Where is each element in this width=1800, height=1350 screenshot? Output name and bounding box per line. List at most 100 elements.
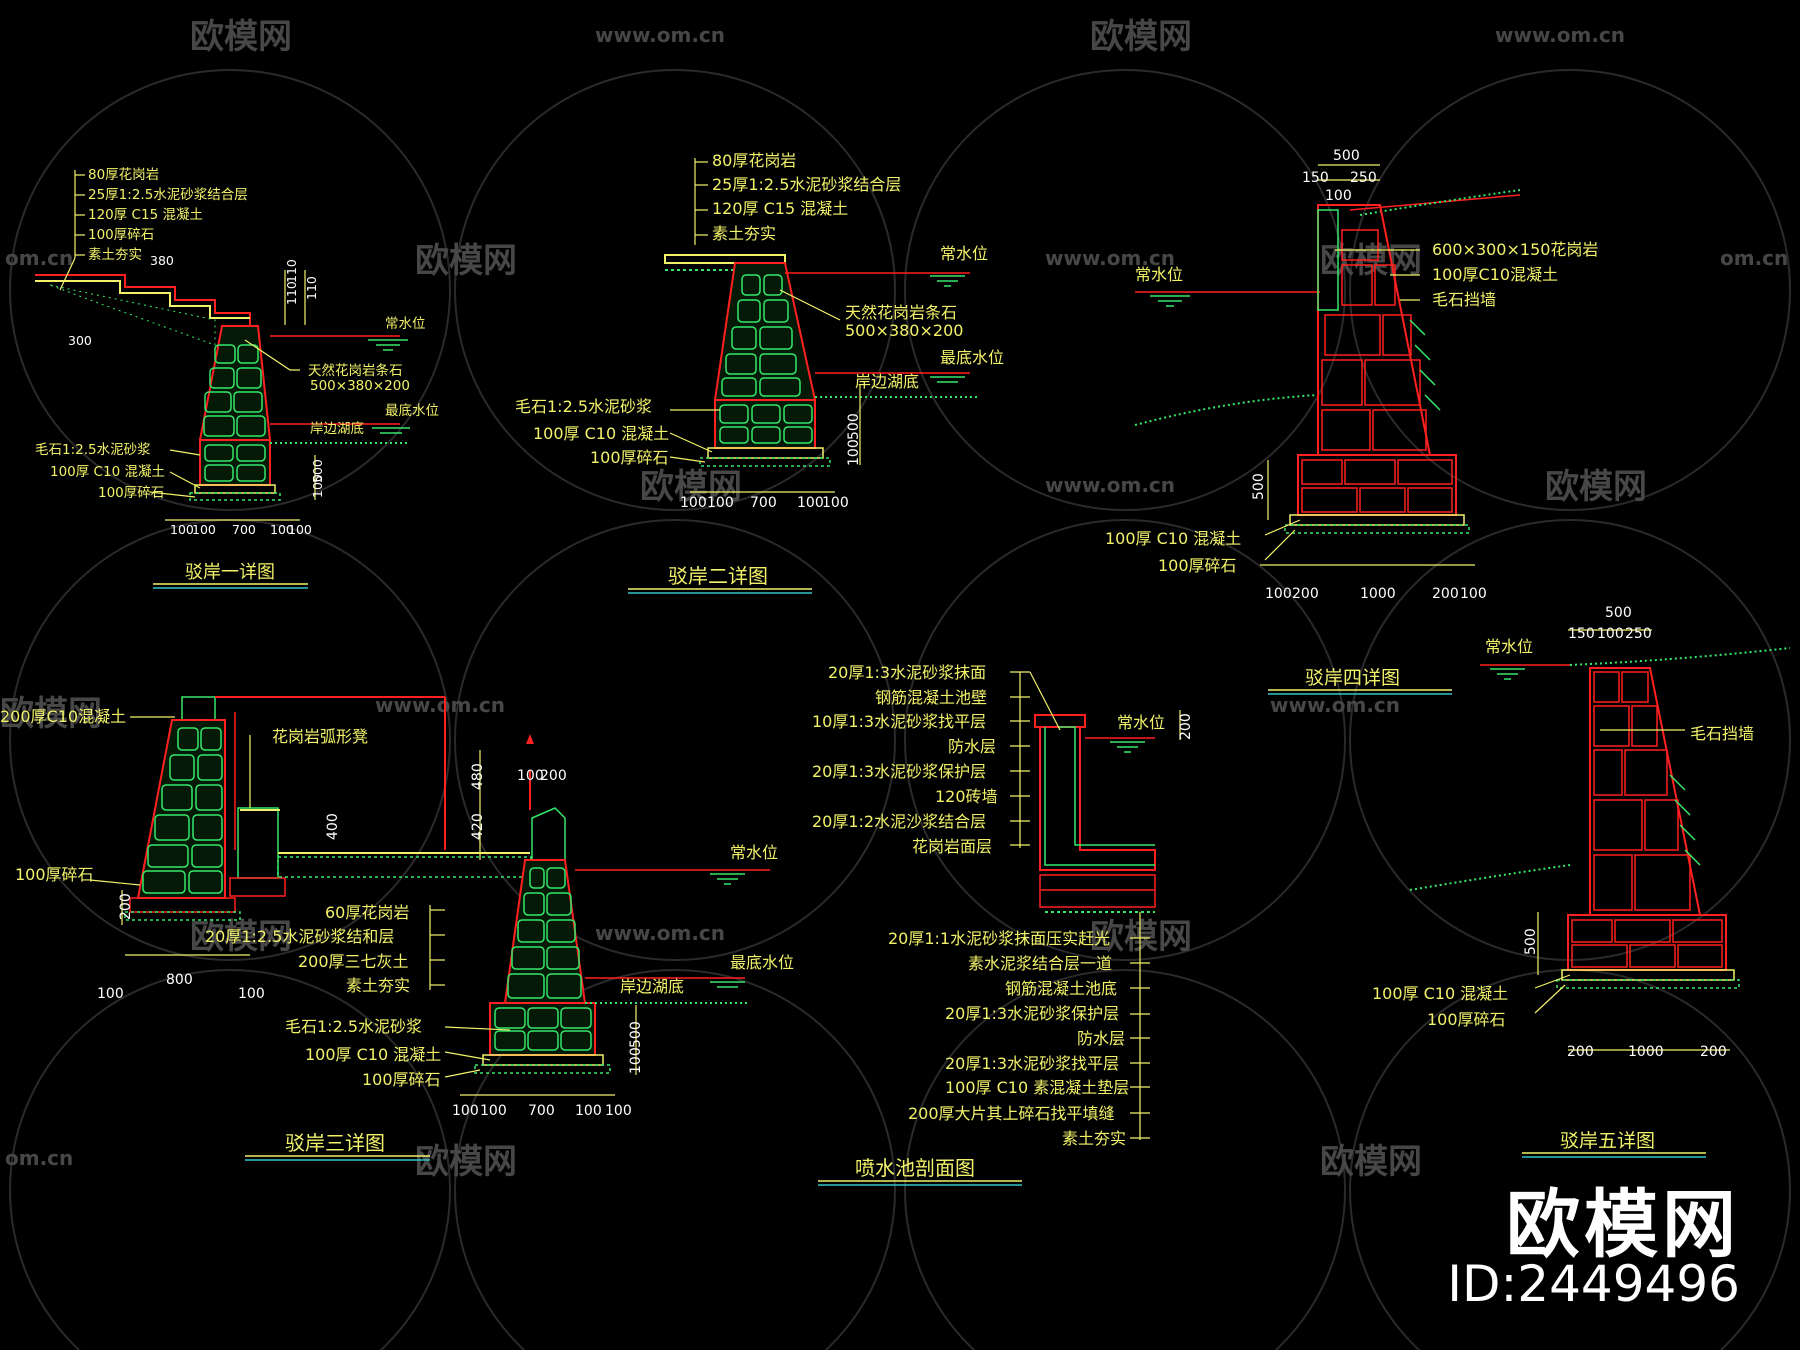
d3-footing — [489, 1002, 596, 1056]
d3-top-block — [181, 696, 216, 723]
d3-right-wall — [503, 859, 587, 1004]
d3-dim: 700 — [528, 1103, 555, 1119]
pool-section: 20厚1:3水泥砂浆抹面 钢筋混凝土池壁 10厚1:3水泥砂浆找平层 防水层 2… — [812, 663, 1194, 1186]
d1-bottom-label: 100厚 C10 混凝土 — [50, 464, 165, 480]
d3-bench-block — [237, 807, 279, 879]
d3-water-normal-label: 常水位 — [730, 843, 778, 862]
d5-wall — [1589, 667, 1702, 916]
pool-base-layer: 素水泥浆结合层一道 — [968, 954, 1112, 973]
d3-paving-label: 素土夯实 — [346, 976, 410, 995]
d2-layer: 25厚1:2.5水泥砂浆结合层 — [712, 175, 901, 194]
d2-dim: 100 — [797, 495, 824, 511]
d4-dim: 250 — [1350, 170, 1377, 186]
d4-dim: 200 — [1432, 586, 1459, 602]
d5-bottom-label: 100厚 C10 混凝土 — [1372, 984, 1508, 1003]
d2-bottom-label: 100厚碎石 — [590, 448, 669, 467]
d1-layer: 120厚 C15 混凝土 — [88, 207, 203, 223]
pool-wall-layer: 120砖墙 — [935, 787, 998, 806]
d4-ground-right — [1359, 189, 1521, 216]
watermark-brand: 欧模网 — [415, 241, 517, 281]
d2-dim: 700 — [750, 495, 777, 511]
d3-left-bottom-label: 100厚碎石 — [15, 865, 94, 884]
pool-wall — [1039, 726, 1156, 871]
d2-dim: 100 — [822, 495, 849, 511]
pool-wall-layer: 10厚1:3水泥砂浆找平层 — [812, 712, 986, 731]
watermark-url: www.om.cn — [1270, 693, 1400, 717]
d5-dim: 200 — [1567, 1044, 1594, 1060]
d3-right-cap — [531, 807, 566, 861]
d3-water-lowest-label: 最底水位 — [730, 953, 794, 972]
d1-ground-line — [35, 274, 251, 326]
brand-id: ID:2449496 — [1447, 1255, 1740, 1313]
d1-lakebed-label: 岸边湖底 — [310, 421, 364, 437]
d4-gravel — [1284, 524, 1470, 534]
d3-bottom-label: 100厚 C10 混凝土 — [305, 1045, 441, 1064]
d2-bottom-label: 毛石1:2.5水泥砂浆 — [515, 397, 652, 416]
d5-dim: 500 — [1523, 928, 1539, 955]
watermark-url: www.om.cn — [595, 23, 725, 47]
d1-dim: 500 — [310, 459, 325, 483]
d5-dim: 250 — [1625, 626, 1652, 642]
d5-water-normal-label: 常水位 — [1485, 637, 1533, 656]
d2-layer: 120厚 C15 混凝土 — [712, 199, 848, 218]
d3-dim: 100 — [238, 986, 265, 1002]
d4-dim: 500 — [1333, 148, 1360, 164]
d2-title: 驳岸二详图 — [668, 564, 768, 588]
d1-concrete — [194, 484, 276, 494]
d1-dim: 100 — [310, 474, 325, 498]
watermark-url-layer: www.om.cn www.om.cn www.om.cn www.om.cn … — [5, 23, 1788, 1170]
pool-base-layer: 20厚1:1水泥砂浆抹面压实赶光 — [888, 929, 1110, 948]
d3-bottom-label: 毛石1:2.5水泥砂浆 — [285, 1017, 422, 1036]
d1-stones — [203, 344, 266, 437]
watermark-brand: 欧模网 — [1320, 241, 1422, 281]
d4-bottom-label: 100厚 C10 混凝土 — [1105, 529, 1241, 548]
pool-base — [1039, 874, 1156, 908]
d3-paving-label: 60厚花岗岩 — [325, 903, 409, 922]
d4-dim: 1000 — [1360, 586, 1396, 602]
watermark-brand: 欧模网 — [190, 17, 292, 57]
detail-5: 常水位 毛石挡墙 100厚 C10 混凝土 100厚碎石 500 150 100… — [1372, 605, 1791, 1158]
d4-dim: 150 — [1302, 170, 1329, 186]
d3-dim: 100 — [575, 1103, 602, 1119]
d4-bottom-label: 100厚碎石 — [1158, 556, 1237, 575]
d1-layer: 80厚花岗岩 — [88, 167, 159, 183]
d3-bench-label: 花岗岩弧形凳 — [272, 727, 368, 746]
pool-wall-layer: 防水层 — [948, 737, 996, 756]
detail-2: 80厚花岗岩 25厚1:2.5水泥砂浆结合层 120厚 C15 混凝土 素土夯实… — [515, 151, 1004, 594]
d2-dim: 100 — [846, 439, 862, 466]
d1-water-lowest-label: 最底水位 — [385, 403, 439, 419]
d1-fill-under-steps — [49, 284, 216, 346]
pool-title: 喷水池剖面图 — [855, 1156, 975, 1180]
d1-footing — [199, 439, 271, 486]
d5-dim: 500 — [1605, 605, 1632, 621]
d5-bottom-label: 100厚碎石 — [1427, 1010, 1506, 1029]
d5-gravel — [1556, 979, 1740, 989]
d4-dim: 100 — [1265, 586, 1292, 602]
d1-dim: 100 — [270, 522, 294, 537]
d2-water-lowest-label: 最底水位 — [940, 348, 1004, 367]
d4-dim: 200 — [1292, 586, 1319, 602]
watermark-brand: 欧模网 — [1545, 467, 1647, 507]
d3-dim: 420 — [470, 813, 486, 840]
d1-dim: 100 — [288, 522, 312, 537]
d1-dim: 100 — [192, 522, 216, 537]
watermark-brand: 欧模网 — [1090, 17, 1192, 57]
d3-dim: 100 — [605, 1103, 632, 1119]
pool-base-layer: 防水层 — [1077, 1029, 1125, 1048]
d3-paving-label: 20厚1:2.5水泥砂浆结和层 — [205, 927, 394, 946]
pool-wall-layer: 20厚1:3水泥砂浆抹面 — [828, 663, 986, 682]
pool-base-layer: 200厚大片其上碎石找平填缝 — [908, 1104, 1115, 1123]
d1-stone-size: 500×380×200 — [310, 378, 410, 394]
pool-base-layer: 20厚1:3水泥砂浆找平层 — [945, 1054, 1119, 1073]
d2-footing — [714, 399, 816, 449]
d2-concrete — [707, 447, 824, 459]
d1-bottom-label: 毛石1:2.5水泥砂浆 — [35, 442, 151, 458]
watermark-url-short: om.cn — [5, 246, 73, 270]
d3-dim: 480 — [470, 763, 486, 790]
watermark-url-short: om.cn — [5, 1146, 73, 1170]
d2-dim: 500 — [846, 413, 862, 440]
d3-title: 驳岸三详图 — [285, 1131, 385, 1155]
d2-lakebed-label: 岸边湖底 — [855, 372, 919, 391]
d3-dim: 100 — [452, 1103, 479, 1119]
